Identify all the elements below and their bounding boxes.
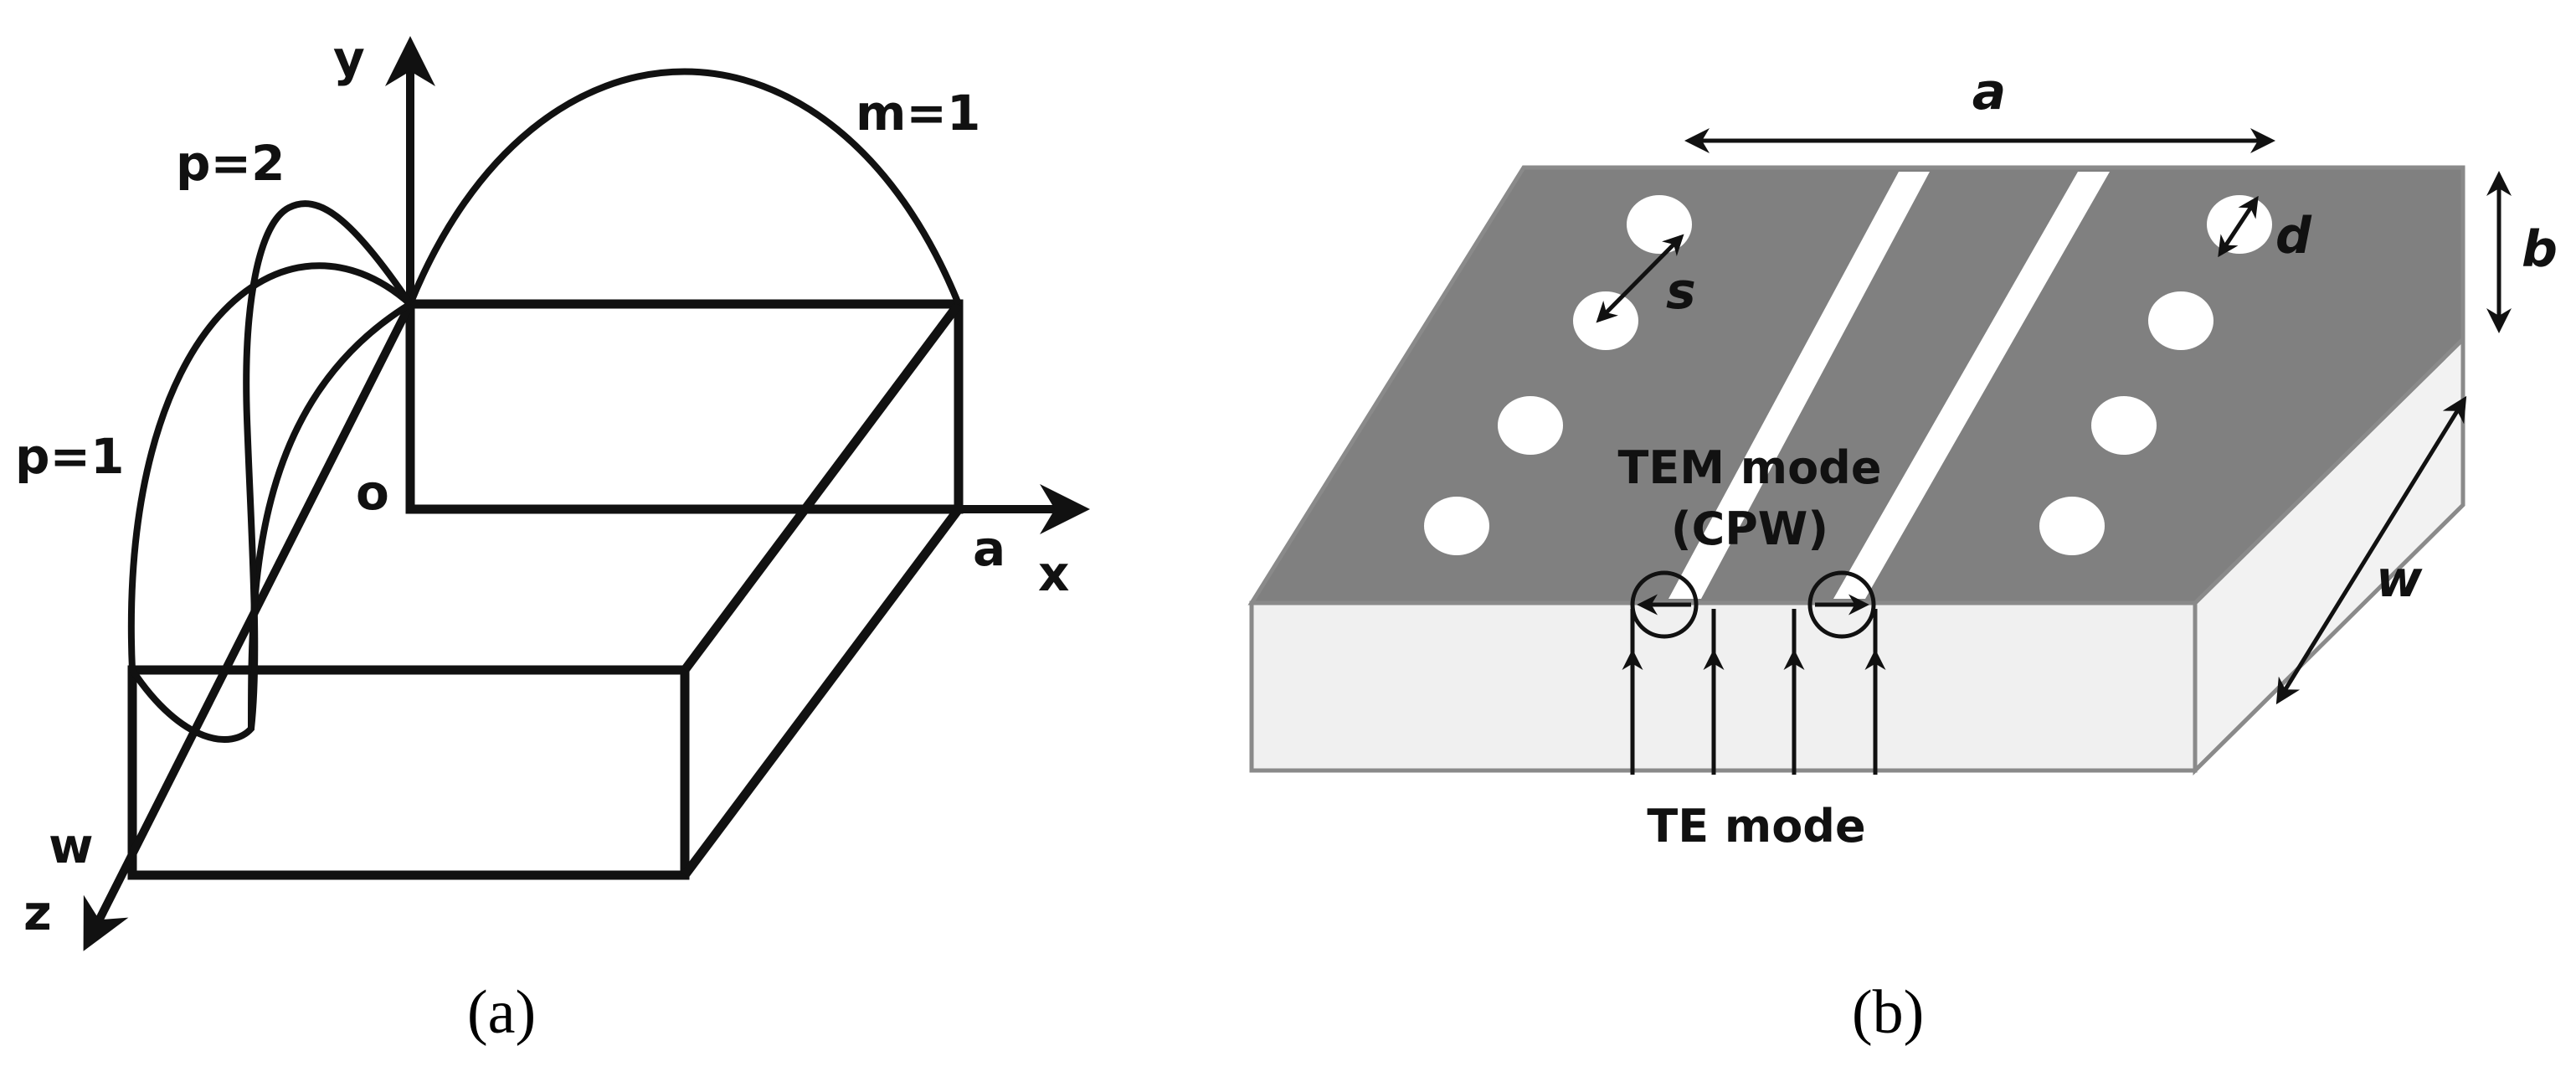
tem-field-loops xyxy=(1630,570,1876,639)
origin-label: o xyxy=(356,464,389,521)
via-hole xyxy=(1627,195,1692,254)
tem-mode-label: TEM mode xyxy=(1618,441,1882,494)
tem-loop-right xyxy=(1807,570,1876,639)
box-front-face xyxy=(127,665,690,880)
dimension-arrows xyxy=(1596,128,2512,705)
panel-b: a b d s w TEM mode (CPW) TE mode (b) xyxy=(1247,63,2558,1047)
dim-arrow-w xyxy=(2275,395,2467,705)
caption-b: (b) xyxy=(1852,978,1924,1047)
via-hole xyxy=(1498,396,1563,455)
dim-label-d: d xyxy=(2275,207,2312,265)
panel-a: y x z o a w m=1 p=2 p=1 (a) xyxy=(15,30,1090,1047)
dim-label-b: b xyxy=(2522,220,2558,279)
z-axis xyxy=(83,301,414,951)
tem-loop-left xyxy=(1630,570,1699,639)
mode-p2-curve xyxy=(243,200,414,729)
substrate-front-face xyxy=(1249,600,2198,773)
dim-label-s: s xyxy=(1666,262,1696,321)
mode-p1-curve xyxy=(127,262,413,743)
dim-label-w: w xyxy=(49,817,94,874)
axes xyxy=(83,36,1090,951)
via-hole xyxy=(1424,497,1489,555)
te-mode-label: TE mode xyxy=(1647,800,1865,853)
mode-curves xyxy=(127,68,962,743)
box-edge-top-right xyxy=(681,301,963,673)
cpw-label: (CPW) xyxy=(1671,502,1828,555)
mode-label-m1: m=1 xyxy=(856,85,980,142)
dim-label-w: w xyxy=(2376,550,2423,609)
dim-label-a: a xyxy=(973,520,1005,577)
te-field-lines xyxy=(1622,609,1886,775)
box-edge-bottom-right xyxy=(681,506,963,879)
via-hole xyxy=(2148,291,2214,350)
dim-arrow-s xyxy=(1596,234,1684,323)
mode-label-p2: p=2 xyxy=(176,135,285,192)
dim-arrow-d xyxy=(2218,195,2259,258)
cpw-slot-left xyxy=(1668,172,1930,599)
cpw-slot-right xyxy=(1833,172,2110,599)
caption-a: (a) xyxy=(467,978,536,1047)
via-hole xyxy=(1573,291,1638,350)
axis-label-z: z xyxy=(23,884,52,941)
dim-label-a: a xyxy=(1972,63,2007,121)
via-hole xyxy=(2039,497,2105,555)
mode-label-p1: p=1 xyxy=(15,428,124,485)
mode-m1-curve xyxy=(407,68,962,306)
axis-label-x: x xyxy=(1038,545,1069,602)
axis-label-y: y xyxy=(333,30,365,87)
via-hole xyxy=(2091,396,2157,455)
